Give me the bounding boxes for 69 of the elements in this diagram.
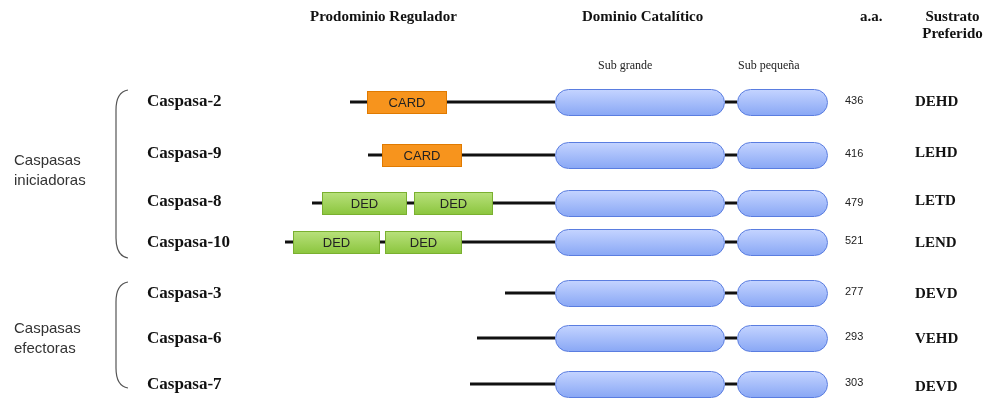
protein-line [725, 100, 737, 104]
substrate-motif: DEVD [915, 378, 958, 395]
protein-line [470, 382, 555, 386]
caspase-name: Caspasa-2 [147, 91, 222, 111]
length-value: 303 [845, 376, 864, 388]
substrate-motif: DEVD [915, 285, 958, 302]
protein-line [505, 291, 555, 295]
ded-domain: DED [414, 191, 493, 215]
protein-line [380, 240, 385, 244]
substrate-motif: LETD [915, 192, 956, 209]
catalytic-subunit [737, 228, 828, 256]
protein-line [350, 100, 367, 104]
protein-line [477, 336, 555, 340]
catalytic-subunit [555, 141, 725, 169]
catalytic-subunit [555, 324, 725, 352]
catalytic-subunit [737, 370, 828, 398]
ded-domain: DED [385, 230, 462, 254]
protein-line [462, 153, 555, 157]
protein-line [725, 240, 737, 244]
protein-line [725, 291, 737, 295]
catalytic-subunit [555, 189, 725, 217]
column-header: Dominio Catalítico [582, 8, 704, 25]
protein-line [368, 153, 382, 157]
protein-line [493, 201, 555, 205]
substrate-motif: DEHD [915, 93, 959, 110]
catalytic-subunit [737, 279, 828, 307]
length-value: 293 [845, 330, 864, 342]
catalytic-subunit [737, 141, 828, 169]
ded-domain: DED [293, 230, 380, 254]
protein-line [312, 201, 322, 205]
group-label: Caspasas iniciadoras [14, 150, 87, 190]
caspase-name: Caspasa-8 [147, 191, 222, 211]
column-subheader: Sub pequeña [738, 58, 800, 73]
catalytic-subunit [555, 370, 725, 398]
length-value: 416 [845, 147, 864, 159]
caspase-name: Caspasa-6 [147, 328, 222, 348]
card-domain: CARD [367, 90, 447, 114]
caspase-name: Caspasa-7 [147, 374, 222, 394]
group-label: Caspasas efectoras [14, 318, 82, 358]
column-header: Prodominio Regulador [310, 8, 457, 25]
catalytic-subunit [555, 88, 725, 116]
catalytic-subunit [555, 228, 725, 256]
caspase-name: Caspasa-10 [147, 232, 231, 252]
column-subheader: Sub grande [598, 58, 653, 73]
protein-line [725, 153, 737, 157]
protein-line [725, 336, 737, 340]
catalytic-subunit [555, 279, 725, 307]
protein-line [407, 201, 414, 205]
caspase-name: Caspasa-9 [147, 143, 222, 163]
protein-line [447, 100, 555, 104]
length-value: 277 [845, 285, 864, 297]
column-header: Sustrato Preferido [921, 8, 984, 42]
substrate-motif: VEHD [915, 330, 959, 347]
ded-domain: DED [322, 191, 407, 215]
protein-line [462, 240, 555, 244]
length-value: 521 [845, 234, 864, 246]
catalytic-subunit [737, 324, 828, 352]
protein-line [725, 201, 737, 205]
length-value: 436 [845, 94, 864, 106]
length-value: 479 [845, 196, 864, 208]
column-header: a.a. [860, 8, 883, 25]
protein-line [285, 240, 293, 244]
substrate-motif: LEND [915, 234, 957, 251]
catalytic-subunit [737, 189, 828, 217]
caspase-name: Caspasa-3 [147, 283, 222, 303]
substrate-motif: LEHD [915, 144, 958, 161]
protein-line [725, 382, 737, 386]
catalytic-subunit [737, 88, 828, 116]
card-domain: CARD [382, 143, 462, 167]
